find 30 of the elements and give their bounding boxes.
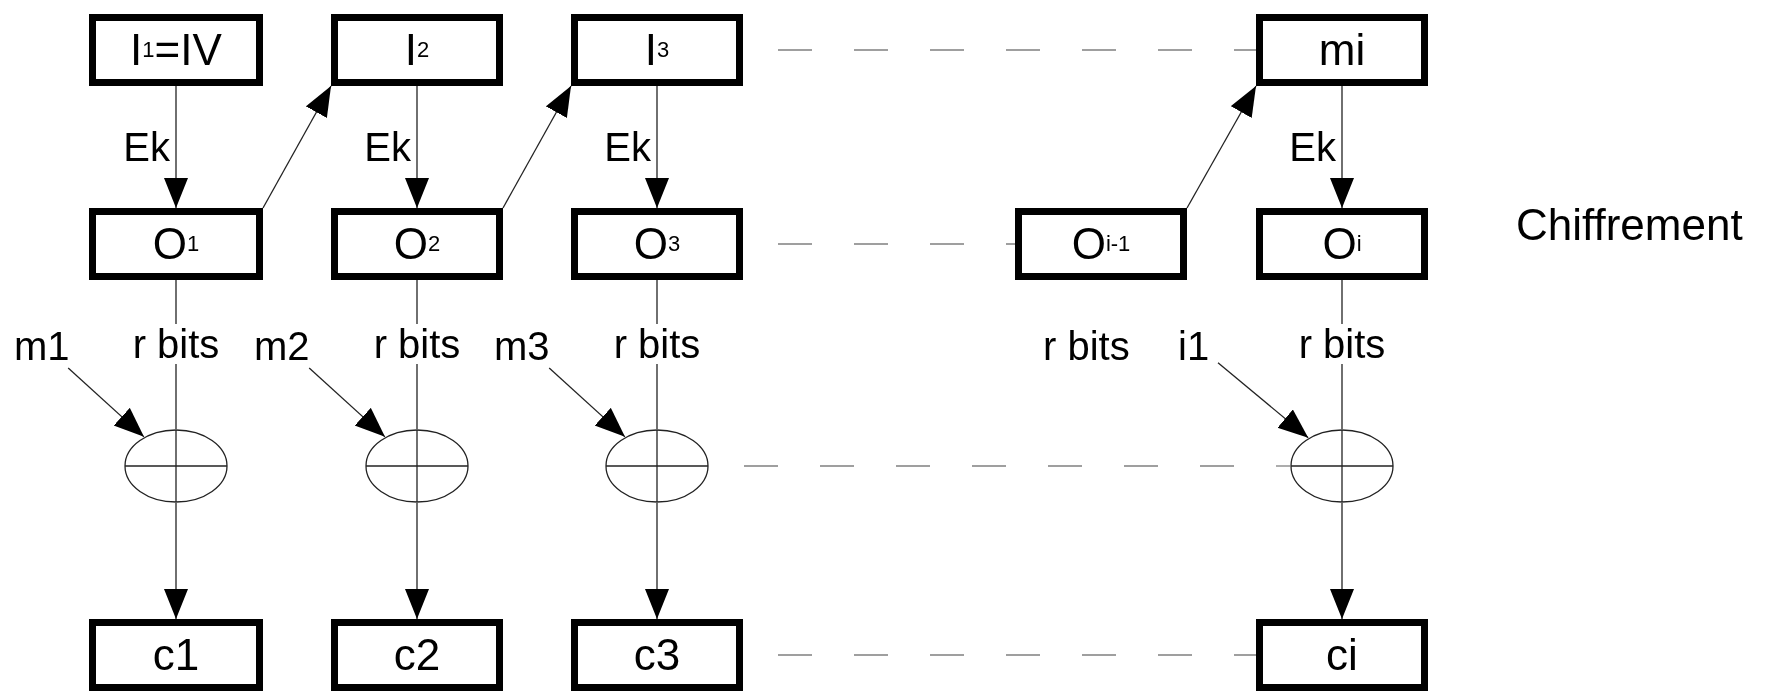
bit-width-label: r bits — [1043, 326, 1130, 366]
arrow — [502, 85, 572, 209]
arrow — [1330, 502, 1354, 620]
xor-symbol — [1290, 429, 1394, 503]
arrow — [405, 502, 429, 620]
input-label: m2 — [254, 324, 316, 368]
arrow — [645, 85, 669, 209]
arrow — [164, 85, 188, 209]
block-box: c1 — [89, 619, 263, 691]
arrow — [645, 502, 669, 620]
block-box: mi — [1256, 14, 1428, 86]
block-box: c3 — [571, 619, 743, 691]
input-label: m1 — [14, 324, 74, 368]
diagram-label: Chiffrement — [1516, 203, 1743, 247]
xor-symbol — [365, 429, 469, 503]
arrow — [164, 502, 188, 620]
arrow — [262, 85, 332, 209]
xor-symbol — [605, 429, 709, 503]
xor-symbol — [124, 429, 228, 503]
arrow — [308, 367, 386, 438]
arrow — [1217, 362, 1309, 439]
block-box: c2 — [331, 619, 503, 691]
arrow — [1186, 85, 1257, 209]
arrow — [1330, 85, 1354, 209]
arrow — [548, 367, 626, 438]
arrow — [67, 367, 145, 438]
arrow — [405, 85, 429, 209]
input-label: i1 — [1178, 324, 1218, 368]
input-label: m3 — [494, 324, 556, 368]
block-box: ci — [1256, 619, 1428, 691]
